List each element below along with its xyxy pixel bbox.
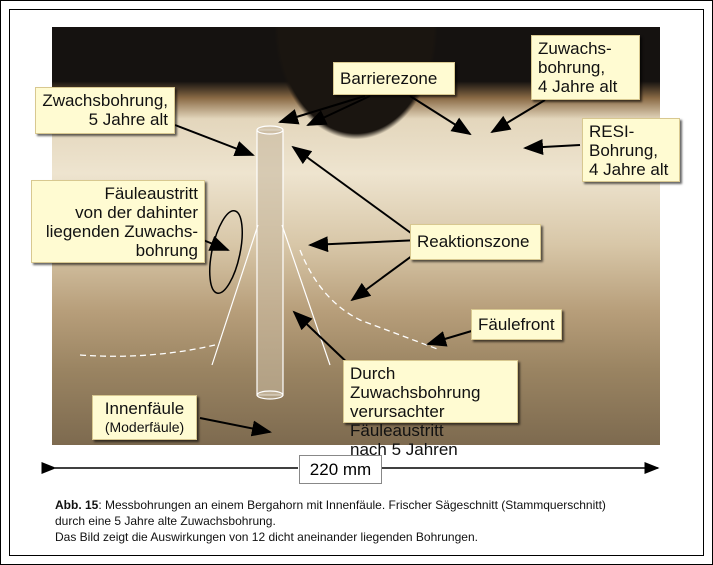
label-line: Fäuleaustritt [104,184,198,203]
figure-frame [9,9,704,556]
label-line: RESI- [589,122,635,141]
label-line: von der dahinter [75,203,198,222]
label-barrierezone: Barrierezone [333,62,455,95]
label-line: Bohrung, [589,141,658,160]
label-line: 4 Jahre alt [538,77,618,96]
label-line: 5 Jahre alt [88,110,168,129]
dimension-label: 220 mm [299,455,382,484]
label-line: 4 Jahre alt [589,160,669,179]
decay-ellipse [209,210,243,294]
label-durch-zuwachsbohrung: Durch Zuwachsbohrung verursachter Fäulea… [343,360,518,459]
label-faeulefront: Fäulefront [471,309,562,340]
decay-cone [211,224,331,366]
label-line: verursachter Fäuleaustritt [350,402,445,440]
label-line: liegenden Zuwachs- [45,222,198,241]
arrows [174,95,581,437]
label-line: bohrung, [538,58,606,77]
label-innenfaeule: Innenfäule (Moderfäule) [92,395,197,440]
label-resi-bohrung: RESI- Bohrung, 4 Jahre alt [582,118,680,182]
label-zuwachsbohrung-4-jahre: Zuwachs- bohrung, 4 Jahre alt [531,35,640,100]
figure-caption: Abb. 15: Messbohrungen an einem Bergahor… [55,497,606,545]
label-line: nach 5 Jahren [350,440,458,459]
label-line: bohrung [135,241,198,260]
borehole-cylinder [256,125,284,400]
label-line: Durch Zuwachsbohrung [350,364,481,402]
caption-text: durch eine 5 Jahre alte Zuwachsbohrung. [55,514,276,528]
label-line: Innenfäule [104,399,185,418]
label-reaktionszone: Reaktionszone [410,224,541,260]
caption-text: : Messbohrungen an einem Bergahorn mit I… [98,498,606,512]
caption-figure-number: Abb. 15 [55,498,99,512]
label-faeuleaustritt: Fäuleaustritt von der dahinter liegenden… [31,180,205,263]
label-line: Zwachsbohrung, [42,91,168,110]
label-zwachsbohrung-5-jahre: Zwachsbohrung, 5 Jahre alt [35,87,175,134]
label-line: Zuwachs- [538,39,612,58]
caption-text: Das Bild zeigt die Auswirkungen von 12 d… [55,530,478,544]
label-line: (Moderfäule) [104,419,185,435]
faeulefront-line [79,249,441,357]
